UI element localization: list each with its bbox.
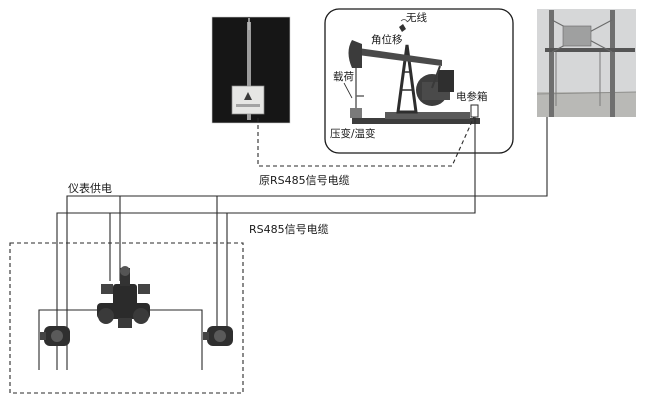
label-instrument-power: 仪表供电	[68, 181, 112, 195]
pump-jack-icon	[348, 40, 480, 124]
label-load: 载荷	[333, 71, 354, 83]
wellhead-valve-icon	[97, 266, 150, 328]
rtu-pole-photo	[211, 16, 291, 124]
rs485-cable-main	[56, 117, 476, 370]
label-electric-box: 电参箱	[456, 90, 488, 103]
label-original-rs485: 原RS485信号电缆	[259, 174, 350, 187]
flowmeter-right-icon	[203, 326, 233, 346]
electric-box-icon	[470, 104, 479, 118]
wireless-sensor-icon	[399, 19, 408, 32]
label-rs485: RS485信号电缆	[249, 223, 329, 236]
original-rs485-cable	[257, 116, 475, 167]
label-wireless: 无线	[406, 11, 427, 24]
flowmeter-left-icon	[40, 326, 70, 346]
pipeline-left	[38, 309, 97, 370]
label-angle-displacement: 角位移	[371, 33, 403, 46]
label-pressure-temp: 压变/温变	[330, 127, 376, 140]
field-equipment-box	[9, 242, 244, 394]
pipeline-right	[150, 309, 203, 370]
load-pointer	[343, 82, 353, 99]
power-line-outer	[66, 117, 548, 370]
tank-tower-photo	[536, 9, 637, 117]
